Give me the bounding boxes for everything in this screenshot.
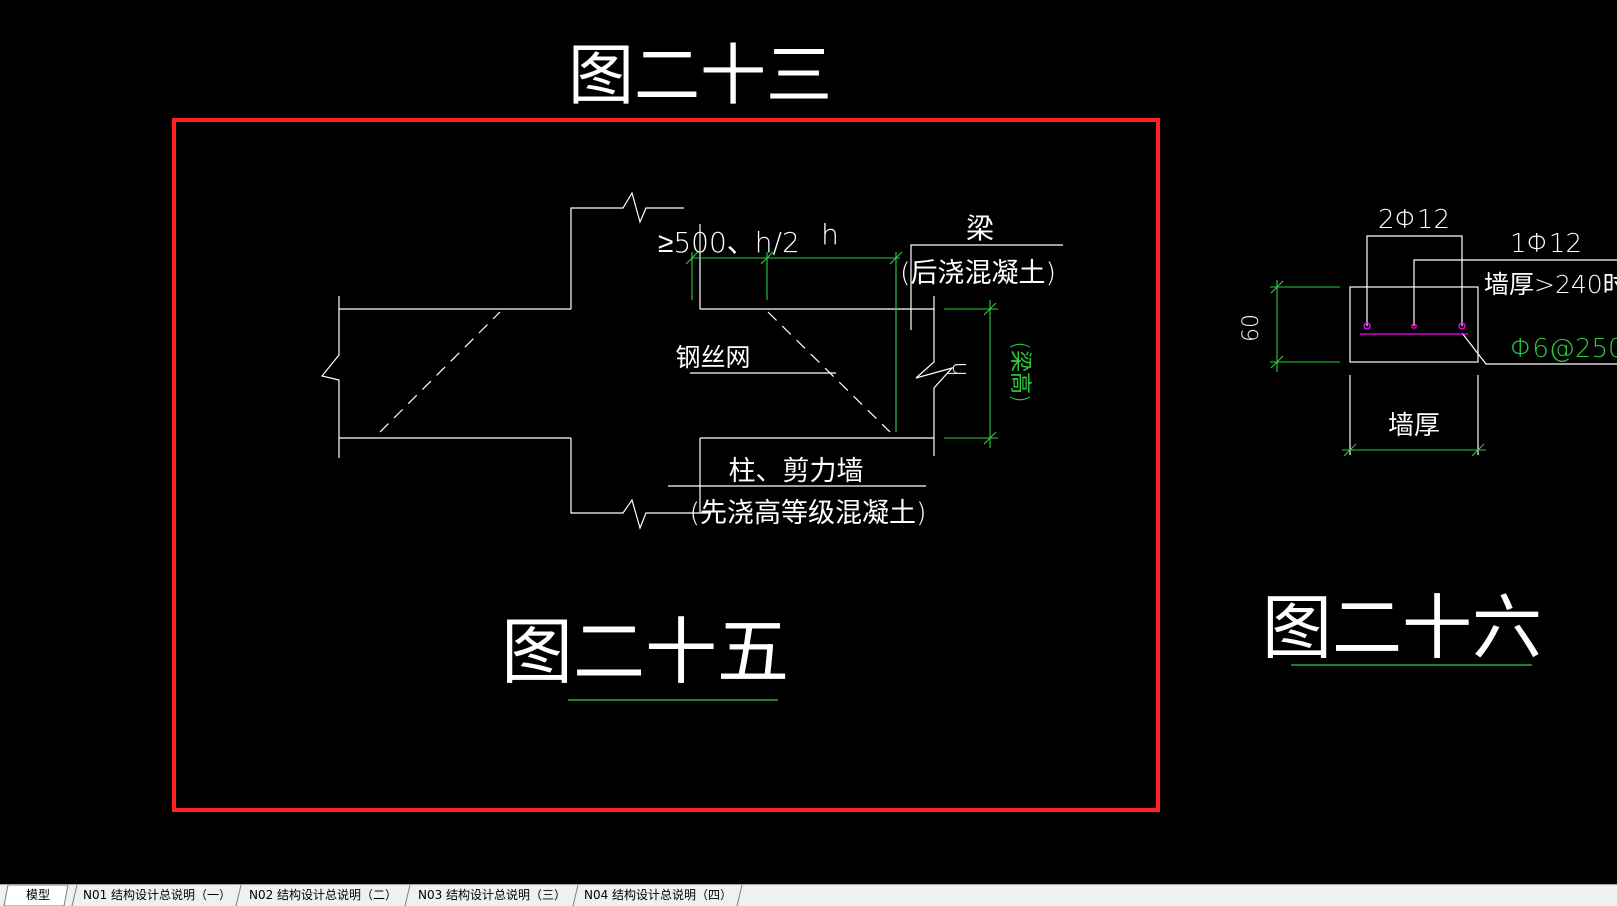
figure-25-dimensions xyxy=(685,251,998,448)
figure-23-title: 图二十三 xyxy=(568,37,832,114)
wall-thickness-label: 墙厚 xyxy=(1388,411,1440,441)
column-sublabel: (先浇高等级混凝土) xyxy=(689,498,926,529)
stirrup-label: Φ6@250 xyxy=(1510,334,1617,364)
model-space-canvas[interactable]: 图二十三 xyxy=(0,0,1617,884)
figure-25-labels: ≥500、h/2 h 梁 (后浇混凝土) 钢丝网 h (梁高) 柱、剪力墙 (先… xyxy=(501,212,1056,701)
figure-23-title-group: 图二十三 xyxy=(568,37,836,122)
beam-leader xyxy=(910,244,1063,330)
selection-highlight-frame xyxy=(172,118,1160,812)
column-top-outline xyxy=(570,191,684,309)
figure-25-title: 图二十五 xyxy=(501,610,789,694)
figure-26-title: 图二十六 xyxy=(1262,587,1542,669)
beam-label: 梁 xyxy=(966,212,994,245)
rebar-dot-right xyxy=(1458,322,1466,330)
rebar-dot-mid xyxy=(1411,323,1417,329)
figure-26-rebars xyxy=(1360,322,1468,335)
top-bars-leader xyxy=(1366,235,1463,326)
figure-26-dimensions xyxy=(1270,280,1486,457)
figure-26-labels: 2Φ12 1Φ12 墙厚>240时设置 Φ6@250 60 墙厚 图二十六 xyxy=(1239,205,1617,669)
condition-label: 墙厚>240时设置 xyxy=(1484,270,1617,299)
figure-25-detail xyxy=(320,191,1063,530)
tab-n02[interactable]: N02 结构设计总说明（二） xyxy=(248,888,398,902)
tab-n04[interactable]: N04 结构设计总说明（四） xyxy=(583,888,733,902)
mesh-dashed-right xyxy=(767,311,891,433)
stirrup-leader xyxy=(1461,332,1617,365)
mid-bar-label: 1Φ12 xyxy=(1510,229,1582,259)
dim-h-label: h xyxy=(821,218,839,251)
top-bars-label: 2Φ12 xyxy=(1378,205,1450,235)
rebar-dot-left xyxy=(1363,322,1371,330)
figure-26-detail xyxy=(1349,235,1617,455)
tab-n03[interactable]: N03 结构设计总说明（三） xyxy=(417,888,567,902)
layout-tab-bar: 模型 N01 结构设计总说明（一） N02 结构设计总说明（二） N03 结构设… xyxy=(0,884,1617,906)
height-dim-label: 60 xyxy=(1239,314,1264,342)
dim-h-vertical-label: h xyxy=(944,361,972,376)
tab-n01[interactable]: N01 结构设计总说明（一） xyxy=(82,888,232,902)
beam-sublabel: (后浇混凝土) xyxy=(900,258,1056,289)
dim-min-length-label: ≥500、h/2 xyxy=(658,226,800,259)
left-beam-outline xyxy=(320,296,340,458)
mid-bar-leader xyxy=(1413,259,1617,326)
column-label: 柱、剪力墙 xyxy=(729,456,864,487)
mesh-label: 钢丝网 xyxy=(675,343,750,372)
beam-height-note: (梁高) xyxy=(1007,341,1032,402)
mesh-dashed-left xyxy=(379,311,501,433)
right-beam-break xyxy=(915,296,954,456)
column-bottom-outline xyxy=(570,438,711,530)
tab-model[interactable]: 模型 xyxy=(25,888,50,902)
